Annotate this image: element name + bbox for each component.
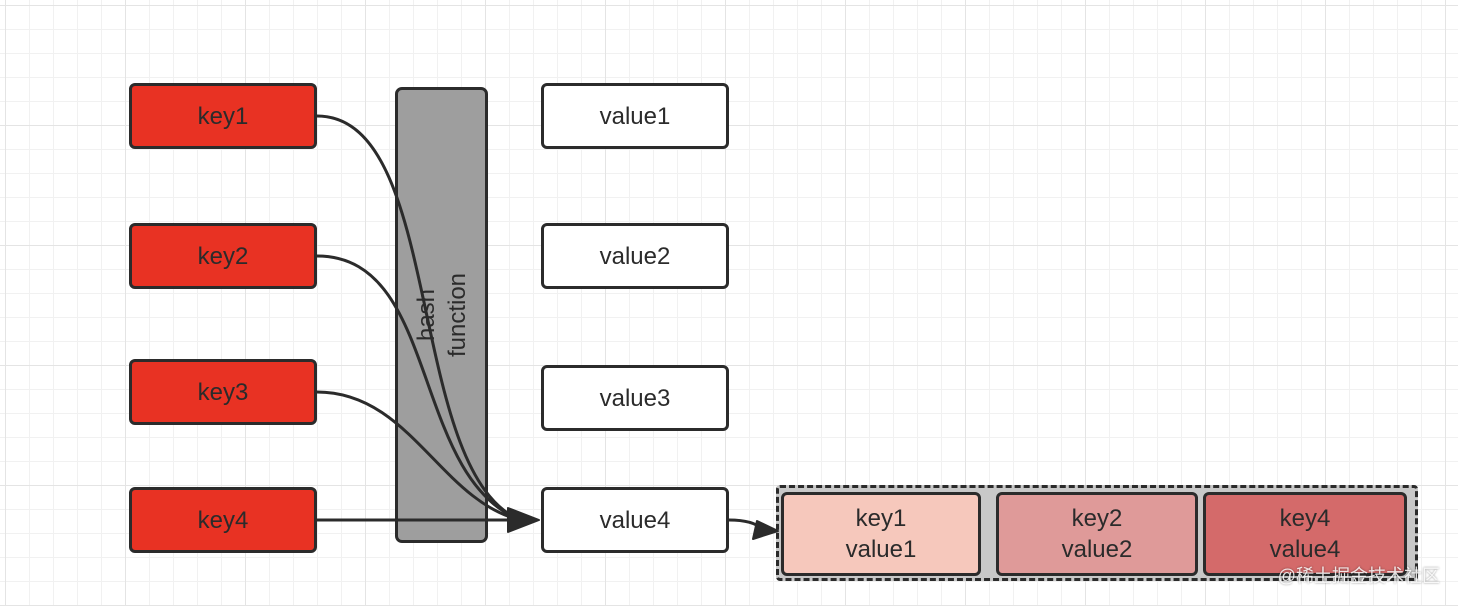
- value-box-3: value3: [541, 365, 729, 431]
- value-box-1: value1: [541, 83, 729, 149]
- hash-function-label: hash function: [412, 272, 471, 358]
- bucket-entry-2-key: key2: [1071, 505, 1123, 532]
- value-box-2: value2: [541, 223, 729, 289]
- bucket-entry-2: key2 value2: [996, 492, 1198, 576]
- bucket-entry-1-key: key1: [855, 505, 907, 532]
- bucket-entry-3-key: key4: [1279, 505, 1331, 532]
- bucket-entry-3-value: value4: [1269, 536, 1341, 563]
- bucket-entry-2-value: value2: [1061, 536, 1133, 563]
- bucket-entry-3: key4 value4: [1203, 492, 1407, 576]
- watermark-text: @稀土掘金技术社区: [1277, 566, 1440, 586]
- key-box-2: key2: [129, 223, 317, 289]
- bucket-entry-1: key1 value1: [781, 492, 981, 576]
- key-box-1: key1: [129, 83, 317, 149]
- key-box-4: key4: [129, 487, 317, 553]
- connector-value4-bucket: [728, 518, 764, 531]
- hash-function-box: hash function: [395, 87, 488, 543]
- collision-bucket: key1 value1 key2 value2 key4 value4: [776, 485, 1418, 581]
- bucket-entry-1-value: value1: [845, 536, 917, 563]
- arrowhead-bucket: [752, 520, 779, 540]
- key-box-3: key3: [129, 359, 317, 425]
- value-box-4: value4: [541, 487, 729, 553]
- arrowhead-value4: [507, 507, 540, 533]
